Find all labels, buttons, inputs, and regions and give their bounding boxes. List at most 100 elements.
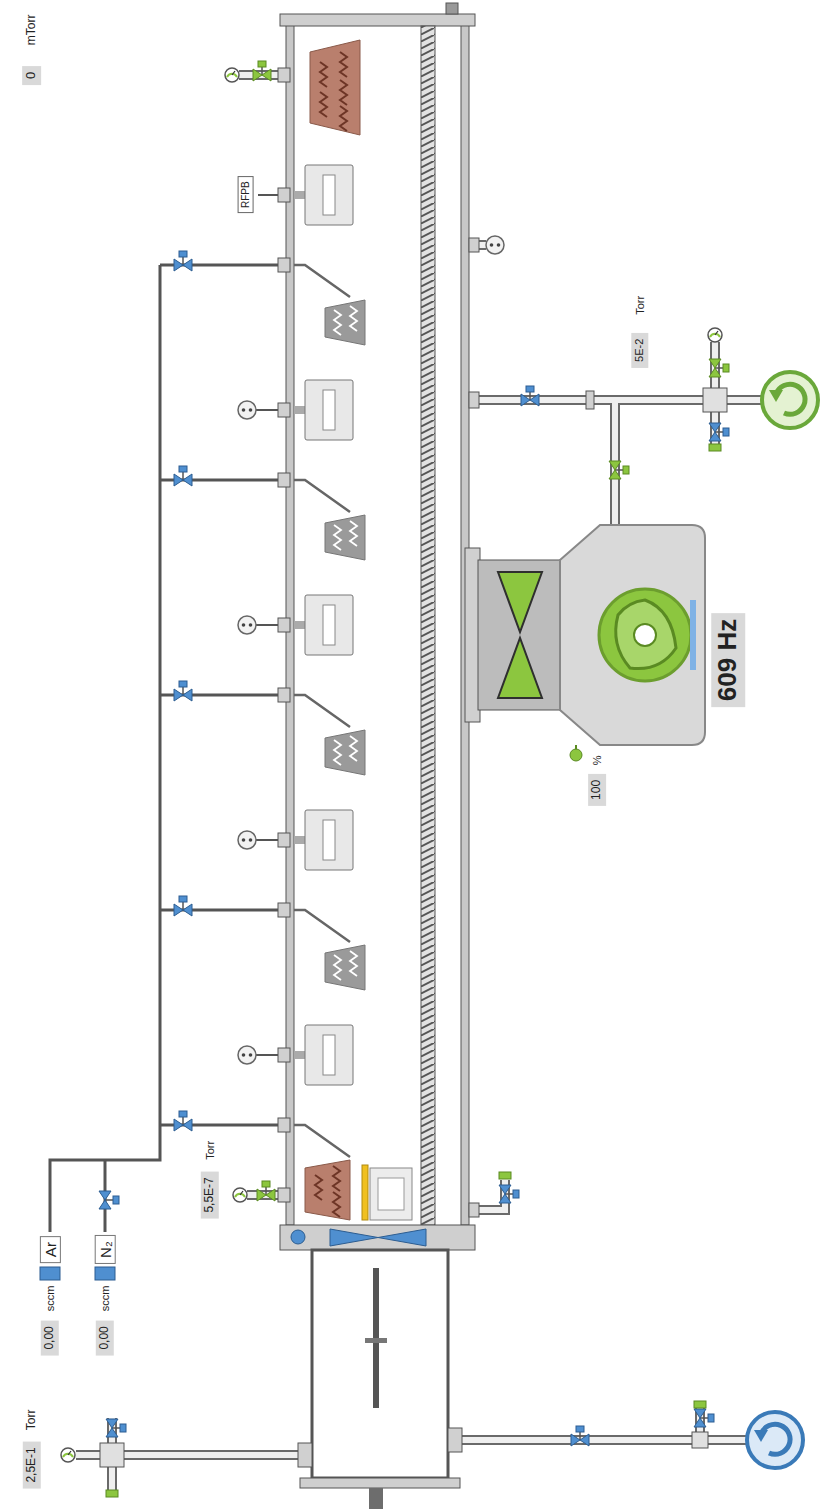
roughing-valve <box>521 386 539 406</box>
turbo-gate-valve <box>478 560 560 710</box>
pump-arrow-head <box>754 1430 768 1442</box>
vent-port <box>499 1172 511 1179</box>
flange <box>278 473 290 487</box>
speed-knob <box>570 749 582 761</box>
unit-label: Torr <box>204 1141 217 1160</box>
magnetron-mount <box>294 406 305 414</box>
flow-readout: 0,00 <box>41 1320 59 1355</box>
magnetron-body <box>305 1025 353 1085</box>
unit-label: % <box>591 755 604 765</box>
gas-valve <box>174 681 192 701</box>
magnetron-mount <box>294 1051 305 1059</box>
heater-coil <box>320 92 327 117</box>
magnetron-target <box>323 175 335 215</box>
gate-valve-body <box>280 1225 475 1250</box>
gas-injector <box>294 1125 350 1157</box>
substrate <box>362 1165 368 1220</box>
node-text: 2,5E-1 <box>25 1447 39 1482</box>
shield <box>325 945 365 990</box>
magnetron <box>294 1025 353 1085</box>
node-text: 609 Hz <box>713 619 743 701</box>
load-lock <box>312 1250 448 1478</box>
pipe-cross <box>703 388 727 412</box>
flange <box>278 833 290 847</box>
pressure-readout: 2,5E-1 <box>23 1441 41 1488</box>
shield-mark <box>350 521 357 546</box>
gas-valve <box>174 1111 192 1131</box>
pressure-readout: 5,5E-7 <box>201 1171 219 1218</box>
turbo-hub <box>634 624 656 646</box>
screw-shaft <box>421 26 435 1225</box>
shield-mark <box>334 310 341 335</box>
gas-line <box>50 265 160 1232</box>
gas-valve <box>174 896 192 916</box>
magnetron <box>294 595 353 655</box>
heater <box>310 40 360 135</box>
shield-mark <box>334 955 341 980</box>
power-supply-tag: RFPB <box>237 177 253 214</box>
unit-label: mTorr <box>25 15 39 46</box>
chamber-interior <box>290 24 465 1225</box>
unit-label: sccm <box>99 1285 112 1311</box>
flow-readout: 0,00 <box>96 1320 114 1355</box>
flange <box>278 903 290 917</box>
flange <box>298 1443 312 1467</box>
heater-coil <box>340 106 347 131</box>
magnetron-mount <box>294 836 305 844</box>
magnetron-mount <box>294 191 305 199</box>
pump-body <box>762 372 818 428</box>
turbo-body <box>560 525 705 745</box>
percent-readout: 100 <box>588 774 606 806</box>
flange <box>278 688 290 702</box>
foreline-valve <box>609 461 629 479</box>
heater-coil <box>333 1192 340 1217</box>
gauge-stems <box>256 195 290 1055</box>
flange <box>278 618 290 632</box>
transfer-rod <box>369 1488 383 1509</box>
gauge-valve <box>257 1181 275 1201</box>
node-text: 100 <box>590 780 604 800</box>
gas-lines <box>50 265 282 1232</box>
flange <box>278 1118 290 1132</box>
turbo-status-bar <box>690 600 696 670</box>
unit-label: sccm <box>44 1285 57 1311</box>
flange <box>278 258 290 272</box>
pipe-fill <box>76 75 762 1494</box>
vacuum-gauge <box>238 616 256 634</box>
shield-mark <box>350 951 357 976</box>
magnetron-body <box>305 165 353 225</box>
feedthrough <box>446 3 458 14</box>
pressure-readout: 5E-2 <box>632 332 649 367</box>
heater <box>305 1160 350 1220</box>
node-text: Ar <box>41 1243 58 1258</box>
turbo-rotor-blade <box>616 600 676 669</box>
node-text: 0,00 <box>43 1326 57 1349</box>
shield <box>325 730 365 775</box>
magnetron <box>294 810 353 870</box>
pipe-flange <box>586 391 594 409</box>
substrate-holder-inner <box>378 1178 404 1210</box>
gas-valve <box>174 466 192 486</box>
gas-tag: Ar <box>39 1237 60 1264</box>
magnetron-body <box>305 810 353 870</box>
magnetron-mount <box>294 621 305 629</box>
gas-injector <box>294 480 350 512</box>
pipe-outline <box>76 75 762 1494</box>
vent-valve <box>106 1419 126 1437</box>
magnetron-body <box>305 595 353 655</box>
end-flange <box>280 14 475 26</box>
pressure-readout: 0 <box>23 65 42 84</box>
flange <box>278 188 290 202</box>
transfer-arm-grip <box>365 1338 387 1343</box>
load-lock-valve <box>571 1426 589 1446</box>
pump-body <box>747 1412 803 1468</box>
node-text: 5,5E-7 <box>203 1177 217 1212</box>
gas-injector <box>294 265 350 297</box>
roughing-pump <box>762 372 818 428</box>
vacuum-gauge <box>486 236 504 254</box>
vent-valve <box>694 1409 714 1427</box>
pump-arrow <box>761 1424 790 1454</box>
flow-controller-base <box>40 1267 60 1280</box>
vacuum-gauge <box>238 401 256 419</box>
